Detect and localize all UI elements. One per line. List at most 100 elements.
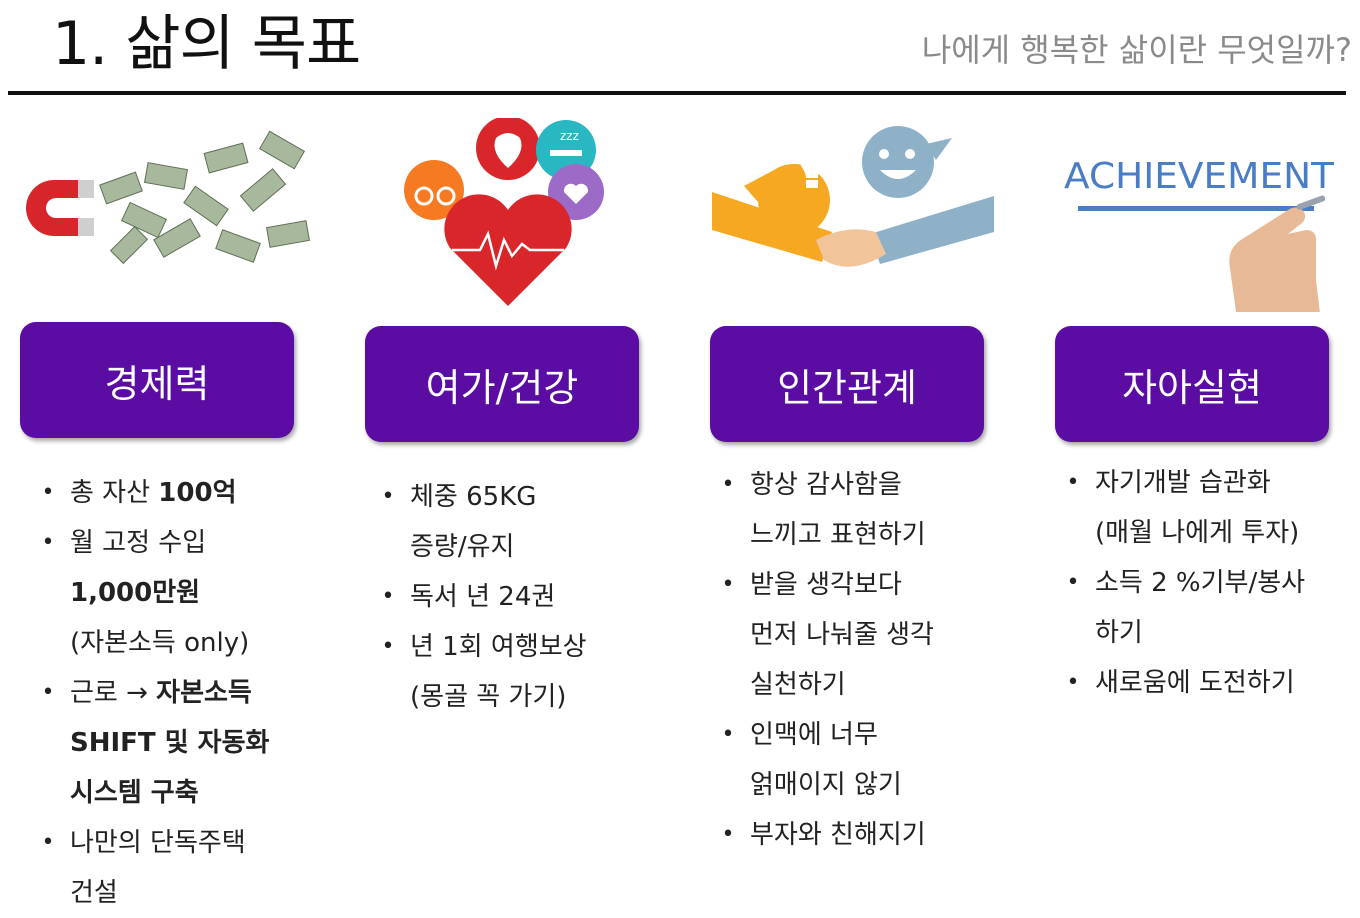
list-item-line: 느끼고 표현하기: [750, 510, 934, 560]
emphasis-text: 100억: [158, 478, 237, 508]
list-item-line: (매월 나에게 투자): [1095, 508, 1305, 558]
bullet-marker: •: [721, 722, 735, 747]
item-text: 자기개발 습관화: [1095, 468, 1271, 498]
item-text: 인맥에 너무: [750, 720, 878, 750]
bullet-marker: •: [721, 472, 735, 497]
item-text: 부자와 친해지기: [750, 820, 926, 850]
list-item-line: 인맥에 너무: [750, 710, 934, 760]
list-item-line: 소득 2 %기부/봉사: [1095, 558, 1305, 608]
item-text: 소득 2 %기부/봉사: [1095, 568, 1306, 598]
category-box-self-realization: 자아실현: [1055, 326, 1329, 442]
item-text: 실천하기: [750, 670, 846, 700]
list-item: • 월 고정 수입 1,000만원 (자본소득 only): [38, 518, 269, 668]
list-item-line: 먼저 나눠줄 생각: [750, 610, 934, 660]
item-text: 새로움에 도전하기: [1095, 668, 1295, 698]
list-item-line: 받을 생각보다: [750, 560, 934, 610]
achievement-hand-icon: ACHIEVEMENT: [1060, 150, 1340, 330]
list-item-line: 독서 년 24권: [410, 572, 587, 622]
category-box-leisure-health: 여가/건강: [365, 326, 639, 442]
item-text: 하기: [1095, 618, 1143, 648]
item-text: 년 1회 여행보상: [410, 632, 587, 662]
economy-goal-list: • 총 자산 100억 • 월 고정 수입 1,000만원 (자본소득 only) • 근로 …: [38, 468, 270, 918]
list-item-line: 1,000만원: [70, 568, 269, 618]
list-item-line: 월 고정 수입: [70, 518, 269, 568]
list-item: • 새로움에 도전하기: [1063, 658, 1305, 708]
list-item-line: 새로움에 도전하기: [1095, 658, 1305, 708]
page-subtitle: 나에게 행복한 삶이란 무엇일까?: [921, 31, 1352, 69]
list-item-line: 하기: [1095, 608, 1305, 658]
list-item: • 년 1회 여행보상 (몽골 꼭 가기): [378, 622, 587, 722]
bullet-marker: •: [381, 634, 395, 659]
bullet-marker: •: [721, 822, 735, 847]
list-item-line: 얽매이지 않기: [750, 760, 934, 810]
item-text: 월 고정 수입: [70, 528, 207, 558]
list-item: • 독서 년 24권: [378, 572, 587, 622]
emphasis-text: 시스템 구축: [70, 778, 199, 808]
page-title: 1. 삶의 목표: [52, 9, 361, 79]
emphasis-text: 1,000만원: [70, 578, 201, 608]
item-text: 독서 년 24권: [410, 582, 556, 612]
list-item-line: (몽골 꼭 가기): [410, 672, 587, 722]
bullet-marker: •: [1066, 570, 1080, 595]
svg-text:ACHIEVEMENT: ACHIEVEMENT: [1064, 156, 1335, 197]
item-text: 먼저 나눠줄 생각: [750, 620, 934, 650]
bullet-marker: •: [41, 830, 55, 855]
item-text: 근로 →: [70, 678, 157, 708]
list-item-line: SHIFT 및 자동화: [70, 718, 269, 768]
list-item-line: 총 자산 100억: [70, 468, 269, 518]
list-item-line: 항상 감사함을: [750, 460, 934, 510]
list-item-line: 근로 → 자본소득: [70, 668, 269, 718]
bullet-marker: •: [41, 480, 55, 505]
bullet-marker: •: [1066, 670, 1080, 695]
item-text: 증량/유지: [410, 532, 515, 562]
magnet-money-icon: [6, 118, 322, 298]
item-text: 느끼고 표현하기: [750, 520, 926, 550]
bullet-marker: •: [1066, 470, 1080, 495]
item-text: (매월 나에게 투자): [1095, 518, 1300, 548]
item-text: 나만의 단독주택: [70, 828, 246, 858]
list-item-line: 자기개발 습관화: [1095, 458, 1305, 508]
category-box-economy: 경제력: [20, 322, 294, 438]
item-text: 항상 감사함을: [750, 470, 902, 500]
item-text: 받을 생각보다: [750, 570, 902, 600]
title-divider: [8, 91, 1346, 95]
list-item-line: (자본소득 only): [70, 618, 269, 668]
item-text: 건설: [70, 878, 118, 908]
item-text: (자본소득 only): [70, 628, 250, 658]
list-item-line: 건설: [70, 868, 269, 918]
emphasis-text: SHIFT 및 자동화: [70, 728, 270, 758]
list-item: • 부자와 친해지기: [718, 810, 934, 860]
item-text: 총 자산: [70, 478, 159, 508]
emphasis-text: 자본소득: [156, 678, 252, 708]
item-text: 체중 65KG: [410, 482, 537, 512]
health-heart-icon: zzz: [400, 116, 610, 310]
category-box-relationships: 인간관계: [710, 326, 984, 442]
list-item-line: 체중 65KG: [410, 472, 587, 522]
list-item-line: 나만의 단독주택: [70, 818, 269, 868]
bullet-marker: •: [721, 572, 735, 597]
bullet-marker: •: [381, 484, 395, 509]
list-item-line: 년 1회 여행보상: [410, 622, 587, 672]
handshake-icon: [712, 122, 994, 292]
svg-text:zzz: zzz: [560, 129, 579, 143]
list-item-line: 부자와 친해지기: [750, 810, 934, 860]
item-text: 얽매이지 않기: [750, 770, 902, 800]
list-item: • 체중 65KG 증량/유지: [378, 472, 587, 572]
list-item-line: 증량/유지: [410, 522, 587, 572]
bullet-marker: •: [381, 584, 395, 609]
item-text: (몽골 꼭 가기): [410, 682, 567, 712]
list-item: • 자기개발 습관화 (매월 나에게 투자): [1063, 458, 1305, 558]
list-item-line: 시스템 구축: [70, 768, 269, 818]
bullet-marker: •: [41, 680, 55, 705]
bullet-marker: •: [41, 530, 55, 555]
list-item-line: 실천하기: [750, 660, 934, 710]
list-item: • 총 자산 100억: [38, 468, 269, 518]
